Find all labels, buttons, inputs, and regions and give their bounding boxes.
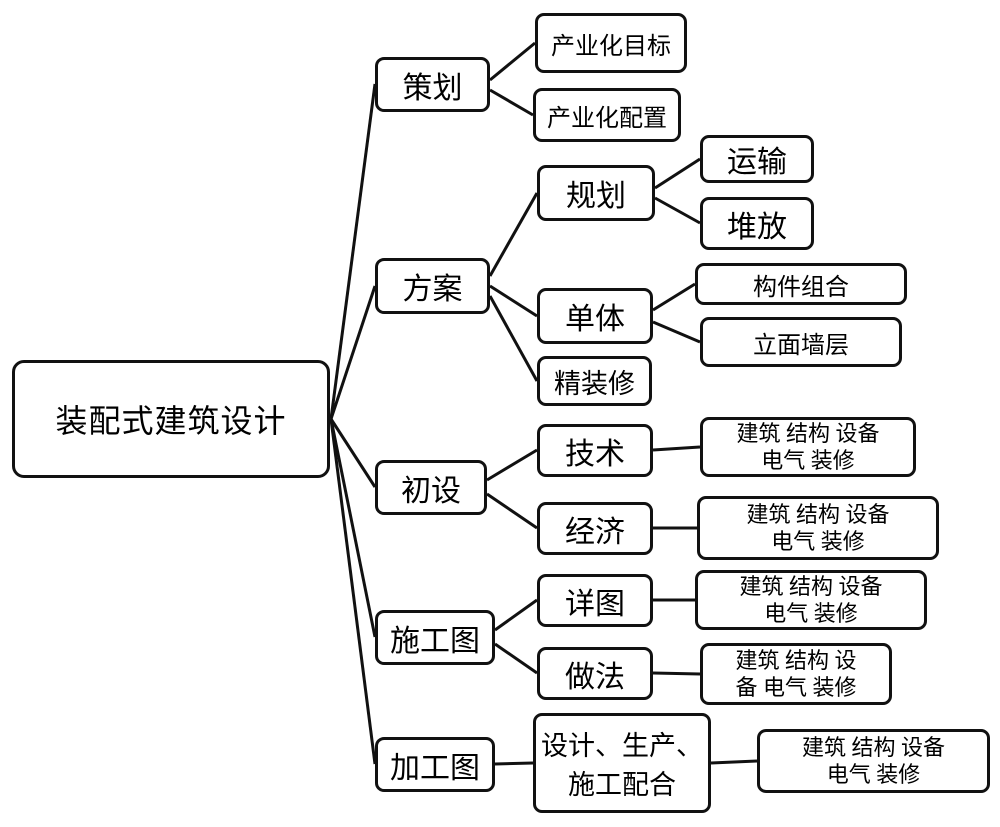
node-design-production-coordination: 设计、生产、 施工配合 xyxy=(533,713,711,813)
node-facade-wall: 立面墙层 xyxy=(700,317,902,367)
node-stacking: 堆放 xyxy=(700,197,814,250)
leaf-line-1: 建筑 结构 设备 xyxy=(801,734,945,760)
node-detail-drawings: 详图 xyxy=(537,574,653,627)
node-economic-disciplines: 建筑 结构 设备 电气 装修 xyxy=(697,496,939,560)
node-methods-disciplines: 建筑 结构 设 备 电气 装修 xyxy=(700,643,892,705)
node-transport: 运输 xyxy=(700,135,814,183)
node-detail-disciplines: 建筑 结构 设备 电气 装修 xyxy=(695,570,927,630)
node-processing-disciplines: 建筑 结构 设备 电气 装修 xyxy=(757,729,990,793)
node-technical-disciplines: 建筑 结构 设备 电气 装修 xyxy=(700,417,916,477)
leaf-line-2: 电气 装修 xyxy=(826,762,921,787)
leaf-line-1: 建筑 结构 设 xyxy=(735,647,857,673)
node-construction-drawings: 施工图 xyxy=(375,610,495,665)
node-methods: 做法 xyxy=(537,647,653,700)
leaf-line-2: 备 电气 装修 xyxy=(735,675,857,700)
node-scheme: 方案 xyxy=(375,258,490,314)
leaf-line-1: 建筑 结构 设备 xyxy=(746,501,890,527)
node-fine-decoration: 精装修 xyxy=(537,356,652,406)
coordination-line-1: 设计、生产、 xyxy=(541,731,703,761)
node-layout: 规划 xyxy=(537,165,655,221)
node-planning: 策划 xyxy=(375,57,490,112)
node-technical: 技术 xyxy=(537,424,653,477)
coordination-line-2: 施工配合 xyxy=(568,770,676,800)
leaf-line-1: 建筑 结构 设备 xyxy=(739,573,883,599)
leaf-line-2: 电气 装修 xyxy=(771,529,865,554)
node-economic: 经济 xyxy=(537,502,653,555)
node-processing-drawings: 加工图 xyxy=(375,737,495,792)
node-single-building: 单体 xyxy=(537,288,653,344)
leaf-line-2: 电气 装修 xyxy=(761,448,855,473)
node-root: 装配式建筑设计 xyxy=(12,360,330,478)
leaf-line-2: 电气 装修 xyxy=(764,601,858,626)
node-industrialization-config: 产业化配置 xyxy=(533,88,681,142)
node-preliminary-design: 初设 xyxy=(375,460,487,515)
leaf-line-1: 建筑 结构 设备 xyxy=(736,420,880,446)
node-component-combination: 构件组合 xyxy=(695,263,907,305)
node-industrialization-goal: 产业化目标 xyxy=(535,13,687,73)
